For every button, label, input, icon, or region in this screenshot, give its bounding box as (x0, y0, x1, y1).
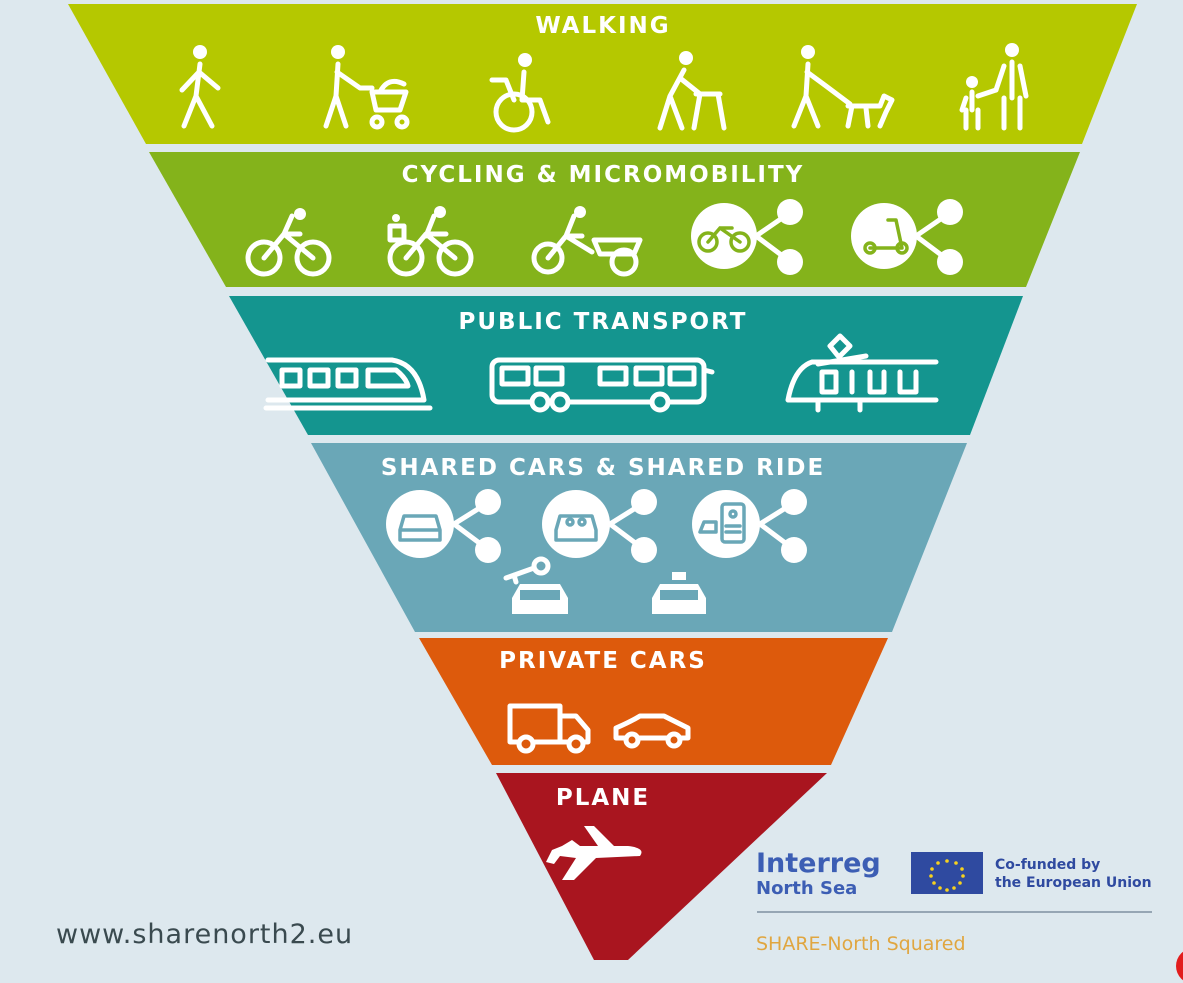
walker-icon (657, 51, 727, 131)
airplane-icon (546, 826, 642, 880)
parent-child-icon (959, 43, 1029, 131)
tier-title-cycling: CYCLING & MICROMOBILITY (402, 162, 805, 188)
taxi-icon (652, 572, 706, 614)
website-url[interactable]: www.sharenorth2.eu (56, 919, 353, 950)
child-seat-bike-icon (387, 206, 474, 277)
tier-title-shared: SHARED CARS & SHARED RIDE (381, 455, 825, 481)
shared-scooter-icon (851, 199, 963, 275)
shared-bike-icon (691, 199, 803, 275)
project-name: SHARE-North Squared (756, 933, 966, 955)
tram-icon (785, 333, 939, 413)
tier-band-plane (496, 773, 827, 960)
tier-band-walking (68, 4, 1137, 144)
train-icon (263, 357, 433, 411)
pedestrian-icon (179, 45, 221, 129)
tier-band-private-cars (419, 638, 888, 765)
cargo-bike-icon (531, 206, 643, 277)
ride-app-icon (692, 489, 807, 563)
eu-flag-icon (911, 852, 983, 894)
car-icon (613, 713, 691, 749)
tier-title-walking: WALKING (535, 13, 670, 39)
corner-dot (1176, 951, 1183, 981)
tier-band-cycling (149, 152, 1080, 287)
wheelchair-icon (489, 53, 551, 133)
tier-title-plane: PLANE (556, 785, 650, 811)
stroller-icon (323, 45, 410, 130)
carpool-icon (542, 489, 657, 563)
car-key-icon (503, 556, 568, 614)
tier-title-public-transport: PUBLIC TRANSPORT (459, 309, 748, 335)
cyclist-icon (245, 208, 332, 277)
interreg-region-text: North Sea (756, 878, 857, 899)
interreg-logo: Interreg North Sea (756, 848, 881, 899)
tier-band-shared (311, 443, 967, 632)
cofund-line-2: the European Union (995, 875, 1152, 891)
shared-car-icon (386, 489, 501, 563)
bus-icon (489, 357, 715, 413)
tier-title-private-cars: PRIVATE CARS (499, 648, 707, 674)
truck-icon (507, 703, 591, 754)
dog-walker-icon (791, 45, 895, 129)
interreg-logo-text: Interreg (756, 848, 881, 879)
cofund-line-1: Co-funded by (995, 857, 1100, 873)
